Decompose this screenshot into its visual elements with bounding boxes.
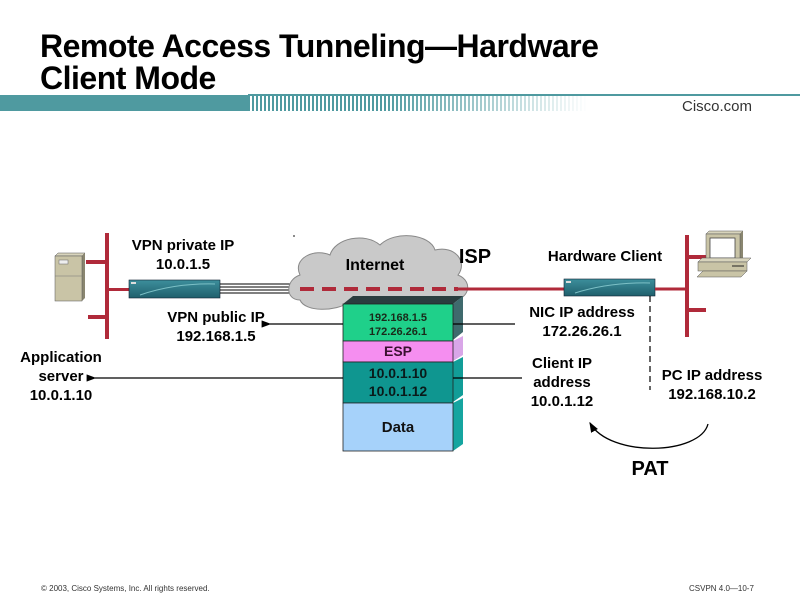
app-server-line1: Application — [20, 349, 102, 366]
header-stripes — [248, 96, 588, 111]
nic-ip-label: NIC IP address 172.26.26.1 — [512, 303, 652, 341]
app-server-line2: server — [38, 368, 84, 385]
pat-arrow — [589, 421, 709, 449]
left-lan-stub-empty — [88, 315, 106, 319]
header-band — [0, 95, 248, 111]
left-lan-bus — [105, 233, 109, 339]
left-lan-stub-server — [86, 260, 106, 264]
nic-ip-title: NIC IP address — [529, 304, 635, 321]
vpn-public-ip-title: VPN public IP — [167, 309, 265, 326]
right-lan — [685, 235, 706, 337]
client-ip-label: Client IP address 10.0.1.12 — [512, 354, 612, 411]
pc-ip-title: PC IP address — [661, 367, 763, 384]
client-ip-line2: address — [533, 374, 591, 391]
nic-ip-value: 172.26.26.1 — [542, 323, 622, 340]
vpn-private-ip-value: 10.0.1.5 — [155, 256, 211, 273]
slide-title-line1: Remote Access Tunneling—Hardware — [40, 28, 599, 64]
packet-inner-ip-src: 10.0.1.12 — [368, 383, 428, 399]
vpn-public-ip-value: 192.168.1.5 — [176, 328, 256, 345]
hardware-client-icon — [563, 278, 656, 297]
app-server-label: Application server 10.0.1.10 — [6, 348, 116, 405]
isp-label: ISP — [458, 246, 492, 268]
vpn-public-ip-label: VPN public IP 192.168.1.5 — [146, 308, 286, 346]
server-icon — [54, 252, 86, 302]
slide-title-line2: Client Mode — [40, 60, 216, 96]
vpn-private-ip-title: VPN private IP — [131, 237, 235, 254]
artifact-dot — [293, 235, 295, 237]
packet-data: Data — [381, 419, 415, 436]
packet-outer-ip-src: 172.26.26.1 — [368, 326, 428, 338]
vpn-concentrator-icon — [128, 279, 221, 299]
pat-label: PAT — [631, 458, 669, 480]
copyright-footer: © 2003, Cisco Systems, Inc. All rights r… — [41, 584, 210, 593]
packet-outer-ip-block — [342, 303, 454, 342]
pc-ip-label: PC IP address 192.168.10.2 — [648, 366, 776, 404]
right-lan-bus — [685, 235, 689, 337]
packet-esp: ESP — [383, 343, 412, 359]
packet-inner-ip-dst: 10.0.1.10 — [368, 365, 428, 381]
left-lan-stub-concentrator — [108, 288, 130, 291]
packet-inner-ip: 10.0.1.10 10.0.1.12 — [343, 364, 453, 400]
client-ip-value: 10.0.1.12 — [530, 393, 594, 410]
packet-outer-ip-dst: 192.168.1.5 — [368, 312, 428, 324]
internet-label: Internet — [345, 257, 405, 274]
pc-icon — [696, 230, 752, 278]
app-server-ip: 10.0.1.10 — [29, 387, 93, 404]
packet-inner-ip-block — [342, 361, 454, 404]
client-ip-line1: Client IP — [531, 355, 592, 372]
right-lan-stub-pc — [688, 255, 706, 259]
pc-ip-value: 192.168.10.2 — [668, 386, 756, 403]
brand-label: Cisco.com — [682, 98, 753, 115]
packet-outer-ip: 192.168.1.5 172.26.26.1 — [343, 311, 453, 339]
left-lan — [86, 233, 130, 339]
slide-title: Remote Access Tunneling—Hardware Client … — [40, 28, 599, 96]
right-lan-stub-empty — [688, 308, 706, 312]
vpn-private-ip-label: VPN private IP 10.0.1.5 — [112, 236, 254, 274]
header-band-line — [248, 94, 800, 96]
slide-number-footer: CSVPN 4.0—10-7 — [689, 584, 754, 593]
packet-data-block — [342, 402, 454, 452]
hardware-client-label: Hardware Client — [547, 248, 663, 265]
packet-stack — [342, 296, 463, 452]
